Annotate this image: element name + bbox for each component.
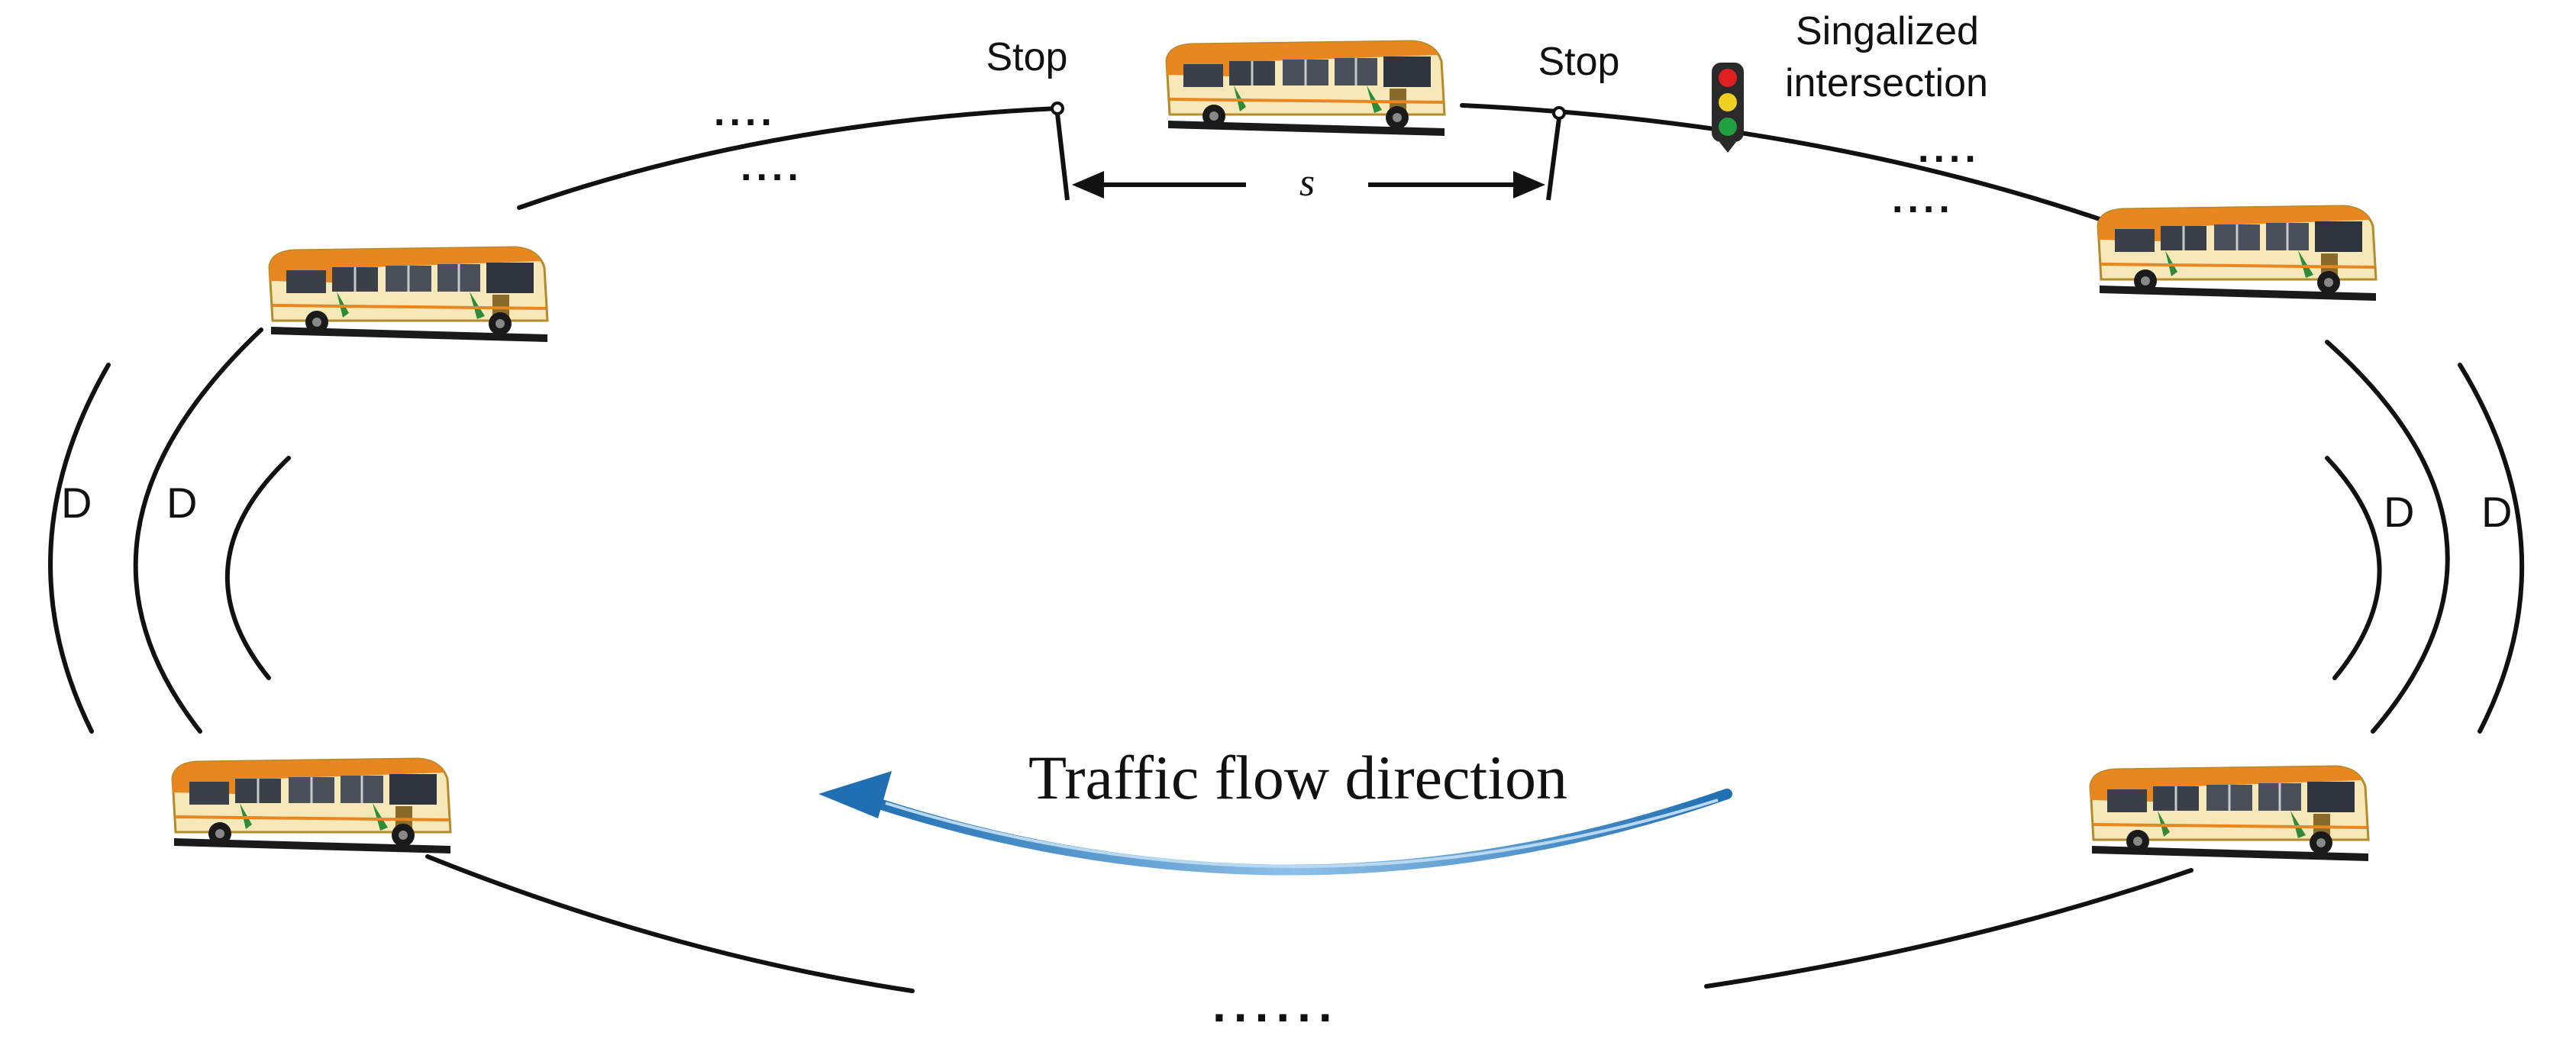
stop-spacing-arrow (1072, 171, 1545, 198)
bus-top-center (1165, 40, 1446, 137)
intersection-label-line1: Singalized (1796, 9, 1979, 53)
traffic-flow-label: Traffic flow direction (1028, 743, 1567, 812)
headway-label-right-outer: D (2481, 488, 2512, 536)
headway-label-right-inner: D (2384, 488, 2414, 536)
headway-arc-right-outer (2458, 363, 2525, 734)
ellipsis-top-right-lower: .... (1892, 177, 1955, 221)
headway-arc-left-middle (133, 328, 263, 734)
road-bottom-right (1704, 868, 2193, 989)
intersection-label-line2: intersection (1785, 61, 1988, 105)
bus-right-upper (2097, 205, 2377, 302)
ellipsis-top-left-upper: .... (714, 90, 776, 134)
stop-left-marker (1051, 102, 1070, 201)
ellipsis-bottom: ...... (1212, 977, 1340, 1032)
bus-left-upper (268, 246, 549, 344)
stop-right-marker (1546, 106, 1566, 201)
ellipsis-top-right-upper: .... (1918, 127, 1980, 171)
traffic-flow-arrow (818, 771, 1732, 876)
ellipsis-top-left-lower: .... (741, 145, 803, 189)
stop-right-label: Stop (1538, 40, 1620, 84)
headway-arc-right-middle (2325, 340, 2450, 734)
headway-arc-right-inner (2325, 456, 2382, 680)
bus-right-lower (2089, 765, 2370, 863)
stop-spacing-label: s (1299, 161, 1315, 205)
headway-arc-left-outer (48, 363, 111, 734)
headway-arc-left-inner (225, 456, 291, 680)
headway-label-left-outer: D (61, 479, 92, 527)
stop-left-label: Stop (986, 35, 1068, 79)
bus-left-lower (171, 757, 452, 855)
road-top-left (517, 106, 1060, 210)
headway-label-left-inner: D (166, 479, 197, 527)
traffic-signal-icon (1712, 63, 1744, 153)
road-bottom-left (425, 854, 915, 993)
